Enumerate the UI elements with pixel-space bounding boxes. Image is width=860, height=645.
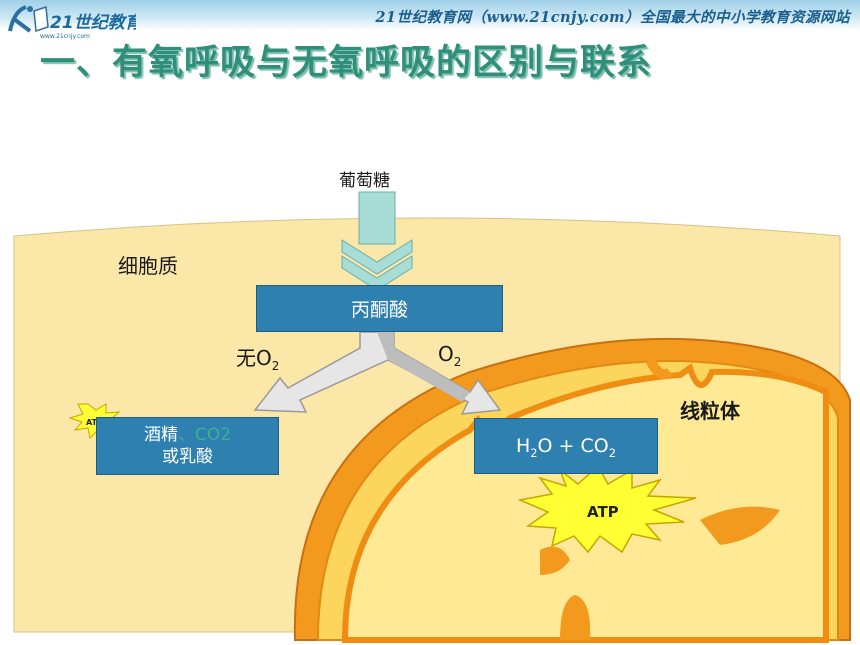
header-bar — [0, 0, 860, 30]
o-plus-co-text: O + CO — [537, 435, 609, 457]
no-oxygen-sub: 2 — [271, 359, 280, 374]
pyruvate-label: 丙酮酸 — [350, 299, 408, 321]
page-title: 一、有氧呼吸与无氧呼吸的区别与联系 — [40, 43, 653, 83]
lactic-acid-label: 或乳酸 — [162, 447, 213, 467]
no-oxygen-text: 无O — [236, 346, 272, 370]
atp-label-small: ATP — [86, 418, 103, 427]
anaerobic-product-box: 酒精、CO2 或乳酸 — [96, 417, 279, 475]
pyruvate-box: 丙酮酸 — [256, 285, 503, 332]
aerobic-product-box: H2O + CO2 — [474, 418, 658, 474]
glucose-arrow-chevron — [341, 255, 413, 291]
alcohol-label: 酒精 — [143, 425, 178, 445]
h2o-co2-label: H2O + CO2 — [516, 435, 616, 461]
mitochondria-label: 线粒体 — [680, 399, 740, 423]
atp-label-large: ATP — [587, 503, 619, 521]
site-logo: 21世纪教育 www.21cnjy.com — [8, 5, 136, 40]
co2-extra-label: 、CO2 — [177, 425, 232, 445]
h-sub: 2 — [530, 446, 538, 461]
oxygen-sub: 2 — [453, 355, 462, 370]
logo-text: 21世纪教育 — [50, 13, 136, 33]
crista — [560, 595, 591, 640]
crista — [700, 506, 780, 545]
glucose-arrow-chevron — [341, 239, 413, 275]
anaerobic-line1: 酒精、CO2 — [144, 424, 231, 446]
atp-star-large — [517, 464, 697, 554]
svg-text:www.21cnjy.com: www.21cnjy.com — [40, 33, 90, 40]
glucose-label: 葡萄糖 — [339, 171, 390, 191]
co-sub: 2 — [608, 446, 616, 461]
cytoplasm-label: 细胞质 — [118, 254, 178, 278]
crista — [645, 357, 674, 380]
oxygen-label: O2 — [438, 342, 462, 370]
crista — [540, 546, 570, 575]
glucose-arrow-shaft — [358, 191, 396, 245]
no-oxygen-label: 无O2 — [236, 342, 280, 374]
oxygen-text: O — [438, 342, 454, 366]
site-banner-text: 21世纪教育网（www.21cnjy.com）全国最大的中小学教育资源网站 — [375, 9, 850, 26]
h-text: H — [516, 435, 531, 457]
